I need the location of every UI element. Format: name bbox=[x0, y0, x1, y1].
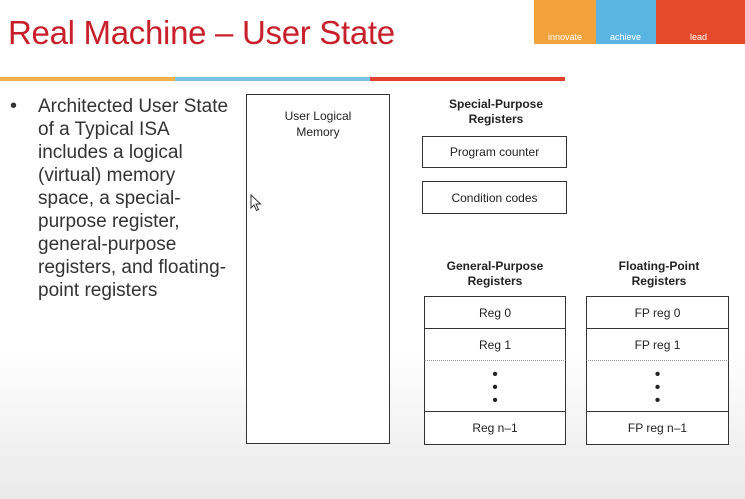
gp-register-n-1: Reg n–1 bbox=[424, 411, 566, 445]
logo-word-achieve: achieve bbox=[610, 32, 642, 42]
fp-register-n-1: FP reg n–1 bbox=[586, 411, 729, 445]
divider-segment-blue bbox=[175, 77, 370, 81]
divider-segment-red bbox=[370, 77, 565, 81]
gp-register-1: Reg 1 bbox=[424, 328, 566, 362]
slide-title: Real Machine – User State bbox=[8, 14, 395, 51]
logo-word-lead: lead bbox=[690, 32, 708, 42]
program-counter-box: Program counter bbox=[422, 136, 567, 168]
fp-ellipsis-dots: • • • bbox=[654, 365, 661, 409]
user-logical-memory-box: User Logical Memory bbox=[246, 94, 390, 444]
fp-register-0: FP reg 0 bbox=[586, 296, 729, 330]
special-purpose-heading: Special-Purpose Registers bbox=[448, 97, 544, 126]
title-divider bbox=[0, 77, 565, 81]
divider-segment-orange bbox=[0, 77, 175, 81]
floating-point-heading: Floating-Point Registers bbox=[618, 259, 700, 288]
logo-segment-innovate: innovate bbox=[534, 0, 596, 44]
fp-register-1: FP reg 1 bbox=[586, 328, 729, 362]
bullet-text: Architected User State of a Typical ISA … bbox=[38, 96, 229, 301]
logo-segment-achieve: achieve bbox=[596, 0, 656, 44]
memory-label: User Logical Memory bbox=[284, 109, 352, 139]
gp-ellipsis-dots: • • • bbox=[492, 365, 498, 409]
logo-segment-lead: lead bbox=[656, 0, 745, 44]
logo-word-innovate: innovate bbox=[548, 32, 583, 42]
brand-logo: innovate achieve lead bbox=[534, 0, 745, 44]
condition-codes-box: Condition codes bbox=[422, 181, 567, 214]
gp-register-0: Reg 0 bbox=[424, 296, 566, 330]
general-purpose-heading: General-Purpose Registers bbox=[446, 259, 544, 288]
bullet-marker: • bbox=[10, 95, 18, 117]
fp-register-ellipsis: • • • bbox=[586, 360, 729, 414]
mouse-pointer-icon bbox=[250, 194, 262, 212]
gp-register-ellipsis: • • • bbox=[424, 360, 566, 414]
